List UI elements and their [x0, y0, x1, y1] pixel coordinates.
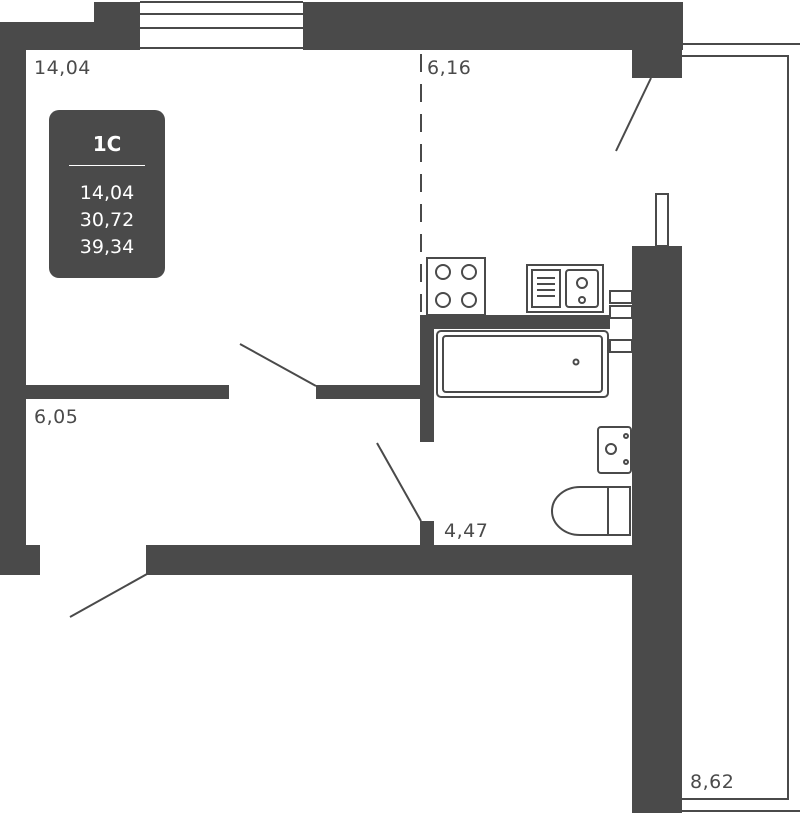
bathroom-sink-icon	[597, 426, 632, 474]
apartment-badge: 1С 14,04 30,72 39,34	[49, 110, 165, 278]
wall-bathroom-upper	[420, 315, 434, 442]
stove-icon	[426, 257, 486, 316]
riser-icon	[609, 290, 633, 353]
wall-right	[632, 246, 682, 813]
apartment-type: 1С	[92, 132, 122, 156]
walls	[0, 2, 683, 813]
wall-left	[0, 22, 26, 575]
wall-bathroom-top	[420, 315, 610, 329]
balcony-outline	[682, 43, 800, 812]
balcony-door	[615, 77, 652, 152]
living-area: 14,04	[79, 182, 135, 204]
kitchen-sink-icon	[526, 264, 604, 313]
room-area-hallway: 6,05	[34, 406, 79, 428]
toilet-icon	[551, 486, 631, 536]
wall-top-right	[303, 2, 683, 50]
room-area-balcony: 8,62	[690, 771, 735, 793]
wall-interior-mid	[316, 385, 420, 399]
window-top	[140, 1, 303, 49]
door-swings	[69, 77, 652, 618]
room-area-kitchen: 6,16	[427, 57, 472, 79]
wall-bathroom-lower	[420, 521, 434, 545]
total-area: 39,34	[79, 236, 135, 258]
bathtub-icon	[436, 330, 609, 398]
room-area-living: 14,04	[34, 57, 91, 79]
balcony-window-frame	[655, 193, 669, 247]
wall-top-corner	[632, 50, 682, 78]
area-without-balcony: 30,72	[79, 209, 135, 231]
bathroom-door	[376, 442, 422, 522]
living-room-door	[239, 343, 317, 387]
wall-interior-left	[26, 385, 229, 399]
entrance-door	[69, 573, 148, 618]
room-area-bathroom: 4,47	[444, 520, 489, 542]
badge-divider	[69, 165, 145, 166]
wall-top-left-pier	[94, 2, 140, 22]
wall-bottom	[146, 545, 636, 575]
wall-left-foot	[26, 545, 40, 575]
